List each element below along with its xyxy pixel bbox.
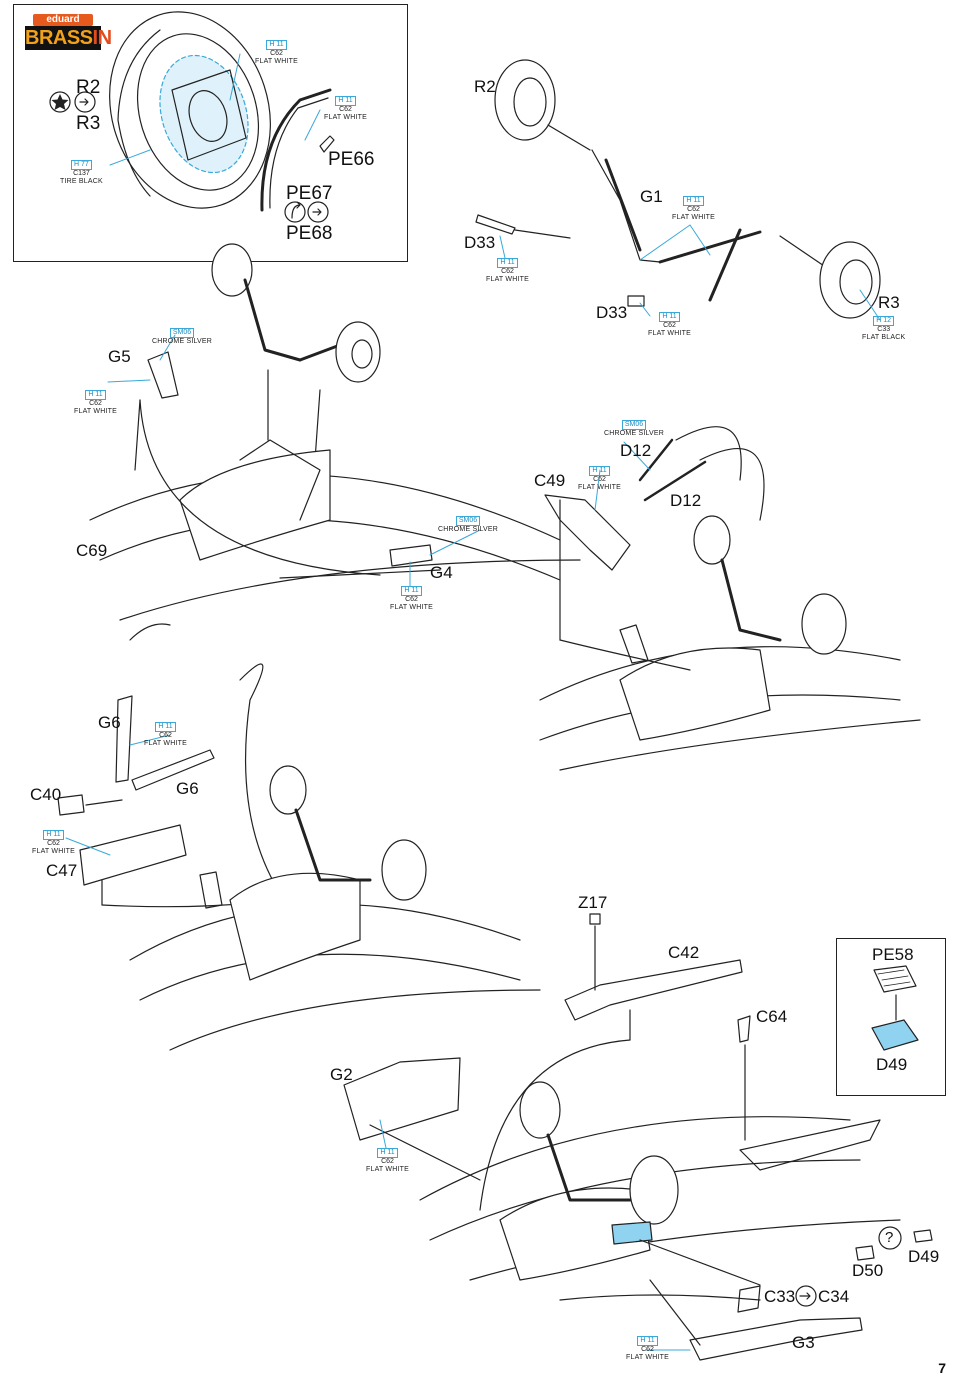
fuselage-step3 (129, 765, 541, 1051)
part-pe66 (319, 135, 335, 153)
part-c49 (544, 494, 631, 571)
rotate-symbol-r2 (49, 91, 96, 113)
label-g6-lower: G6 (176, 779, 199, 798)
part-c42 (564, 959, 743, 1021)
join-symbol-c33 (795, 1285, 817, 1307)
label-z17: Z17 (578, 893, 608, 912)
part-g3 (689, 1317, 863, 1361)
part-pe58 (873, 965, 917, 993)
label-g4: G4 (430, 563, 453, 582)
main-wheel-drawing (109, 11, 271, 209)
label-c47: C47 (46, 861, 78, 880)
star-icon (51, 94, 69, 110)
label-r2-top: R2 (76, 77, 101, 98)
part-c33 (737, 1285, 761, 1313)
label-d50: D50 (852, 1261, 884, 1280)
label-g1: G1 (640, 187, 663, 206)
part-d33-upper (475, 214, 516, 235)
part-c47 (79, 824, 187, 886)
part-g5 (147, 351, 179, 399)
label-d12-lower: D12 (670, 491, 702, 510)
label-g6-upper: G6 (98, 713, 121, 732)
question-mark: ? (885, 1229, 894, 1246)
label-c49: C49 (534, 471, 566, 490)
part-z17 (589, 913, 601, 925)
label-pe67: PE67 (286, 183, 333, 204)
rotate-symbol-pe67 (284, 201, 329, 223)
label-c69: C69 (76, 541, 108, 560)
part-d33-lower (627, 295, 645, 307)
label-c33: C33 (764, 1287, 796, 1306)
label-r3-top: R3 (76, 113, 101, 134)
label-d33-upper: D33 (464, 233, 496, 252)
label-d12-upper: D12 (620, 441, 652, 460)
fuselage-step4 (419, 1081, 901, 1301)
strut-pe67 (260, 88, 332, 212)
label-d49: D49 (908, 1247, 940, 1266)
page-number: 7 (938, 1360, 946, 1376)
wheel-detail-frame (13, 4, 408, 262)
part-g6-lower (131, 749, 215, 791)
label-g3: G3 (792, 1333, 815, 1352)
label-d33-lower: D33 (596, 303, 628, 322)
label-c64: C64 (756, 1007, 788, 1026)
logo-brassin: BRASSIN (25, 26, 112, 50)
label-pe58: PE58 (872, 945, 914, 964)
fuselage-step2 (539, 499, 921, 771)
part-g4 (389, 544, 433, 567)
label-pe68: PE68 (286, 223, 333, 244)
part-g6-upper (115, 695, 133, 783)
label-d49-frame: D49 (876, 1055, 908, 1074)
part-c40 (57, 794, 85, 816)
part-d49-screen (871, 1019, 919, 1051)
fuselage-step1 (89, 399, 581, 641)
part-g2 (343, 1057, 461, 1141)
part-d49-small (913, 1229, 933, 1243)
label-g2: G2 (330, 1065, 353, 1084)
label-c40: C40 (30, 785, 62, 804)
logo-eduard: eduard (33, 14, 93, 26)
part-c64 (737, 1015, 751, 1043)
label-r2: R2 (474, 77, 496, 96)
help-circle (878, 1226, 902, 1250)
leg-g1 (591, 149, 661, 263)
label-r3: R3 (878, 293, 900, 312)
part-d50 (855, 1245, 875, 1261)
label-c34: C34 (818, 1287, 850, 1306)
wheel-r3 (819, 241, 881, 319)
label-c42: C42 (668, 943, 700, 962)
label-pe66: PE66 (328, 149, 375, 170)
eduard-brassin-logo: eduard BRASSIN (25, 14, 112, 50)
label-g5: G5 (108, 347, 131, 366)
screen-detail-frame (836, 938, 946, 1096)
